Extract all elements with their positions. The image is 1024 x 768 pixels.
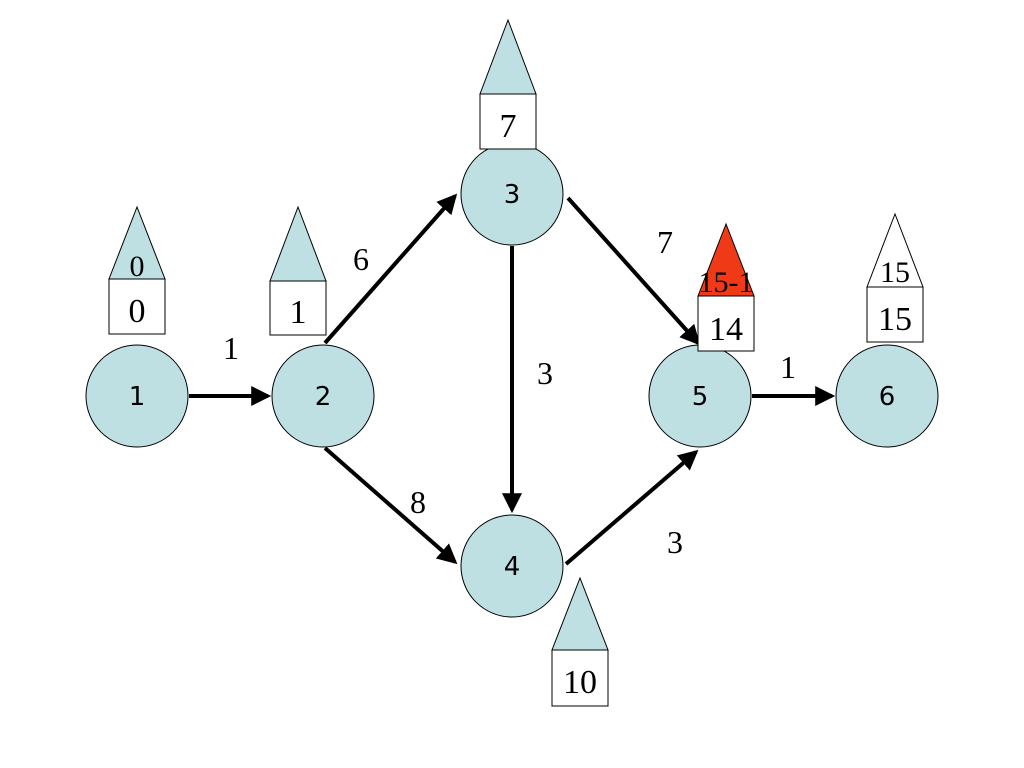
edge-weight-3-4: 3	[537, 355, 553, 391]
node-2: 2	[271, 344, 375, 448]
node-1-annotation: 0 0	[108, 205, 166, 335]
node-2-triangle	[269, 205, 327, 282]
edge-weight-2-4: 8	[410, 484, 426, 520]
node-6-triangle-value: 15	[880, 256, 910, 289]
node-1-triangle-value: 0	[130, 250, 145, 283]
node-5-annotation: 14 15-1	[697, 222, 755, 352]
edge-4-5	[564, 449, 699, 566]
node-1: 1	[85, 344, 189, 448]
node-5: 5	[648, 344, 752, 448]
node-3: 3	[460, 142, 564, 246]
edge-2-3	[323, 193, 458, 345]
node-6-circle	[835, 344, 939, 448]
node-6-label: 6	[879, 382, 896, 412]
node-4-triangle	[551, 576, 609, 651]
node-5-box	[697, 295, 755, 352]
node-2-circle	[271, 344, 375, 448]
node-6-annotation: 15 15	[866, 212, 924, 343]
node-5-triangle-value: 15-1	[699, 266, 754, 299]
edge-2-4	[323, 446, 458, 565]
edge-weights: 1 6 8 3 7 3 1	[223, 224, 796, 560]
node-1-box-value: 0	[129, 293, 146, 330]
edge-weight-1-2: 1	[223, 330, 239, 366]
node-2-annotation: 1	[269, 205, 327, 336]
node-3-label: 3	[504, 180, 521, 210]
node-4-label: 4	[504, 552, 521, 582]
edges	[189, 193, 836, 566]
node-6: 6	[835, 344, 939, 448]
node-5-label: 5	[692, 382, 709, 412]
node-4-box	[551, 649, 609, 707]
edge-weight-5-6: 1	[780, 349, 796, 385]
edge-3-5	[566, 196, 701, 346]
node-6-box-value: 15	[878, 301, 912, 338]
node-2-label: 2	[315, 382, 332, 412]
node-2-box	[269, 280, 327, 336]
edge-weight-4-5: 3	[667, 524, 683, 560]
edge-weight-3-5: 7	[657, 224, 673, 260]
node-4-box-value: 10	[563, 664, 597, 701]
node-1-circle	[85, 344, 189, 448]
node-3-annotation: 7	[479, 18, 537, 150]
node-4-circle	[460, 514, 564, 618]
node-4: 4	[460, 514, 564, 618]
node-2-box-value: 1	[290, 294, 307, 331]
node-5-box-value: 14	[709, 311, 743, 348]
node-3-triangle	[479, 18, 537, 95]
node-1-label: 1	[129, 382, 146, 412]
node-3-box-value: 7	[500, 108, 517, 145]
node-6-box	[866, 286, 924, 343]
edge-weight-2-3: 6	[353, 241, 369, 277]
node-1-box	[108, 278, 166, 335]
node-3-box	[479, 93, 537, 150]
node-4-annotation: 10	[551, 576, 609, 707]
